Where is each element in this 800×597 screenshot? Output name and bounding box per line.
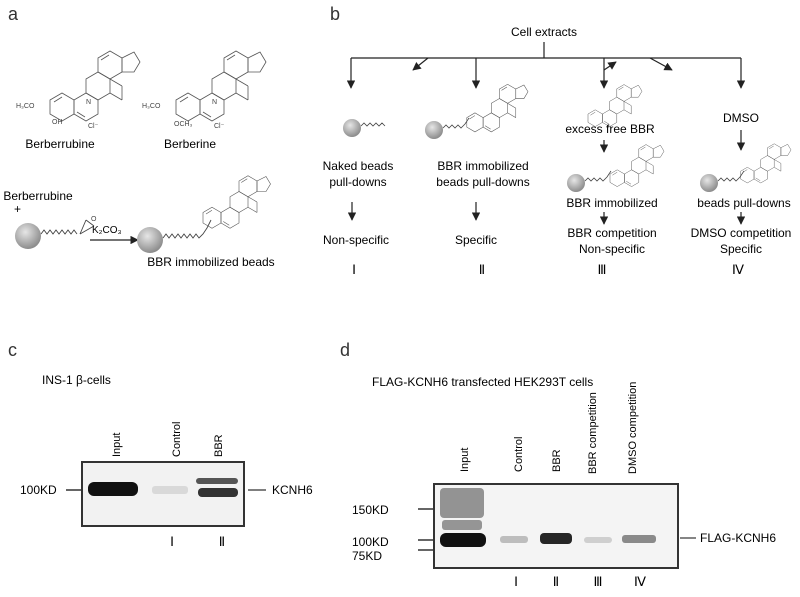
branch-1-top-line2: pull-downs [329,175,386,189]
berberrubine-name: Berberrubine [25,137,95,151]
linker-product [162,219,212,239]
bead-product [137,227,163,253]
lane-label-control-c: Control [171,422,183,457]
bbr-bead-4 [700,174,718,192]
berberrubine-ome-group: H₃CO [16,103,35,110]
berberine-name: Berberine [164,137,216,151]
panel-a-letter: a [8,4,19,24]
reactant-label: Berberrubine [3,189,73,203]
lane-label-bbr-d: BBR [551,449,563,472]
band-label-c: KCNH6 [272,483,313,497]
berberine-nplus: N [212,99,217,106]
numeral-c-1: Ⅰ [170,534,174,549]
panel-d-letter: d [340,340,350,360]
lane-label-control-d: Control [513,437,525,472]
branch-4-result-line2: Specific [720,242,762,256]
branch-1-numeral: Ⅰ [352,262,356,277]
branch-2-bbr-structure [466,83,529,133]
tree-connectors [346,42,746,89]
branch-4-label1: DMSO [723,111,759,125]
blot-c [81,461,245,527]
band-label-d: FLAG-KCNH6 [700,531,776,545]
reagent-label: K₂CO₃ [92,225,122,236]
berberrubine-nplus: N [86,99,91,106]
branch-4-result-line1: DMSO competition [691,226,792,240]
panel-d-title: FLAG-KCNH6 transfected HEK293T cells [372,375,593,389]
marker-150kd-d: 150KD [352,503,389,517]
branch-4-numeral: Ⅳ [732,262,744,277]
bead-reactant [15,223,41,249]
marker-75kd-d: 75KD [352,549,382,563]
blot-d [433,483,679,569]
marker-100kd-c: 100KD [20,483,57,497]
branch-2-result: Specific [455,233,497,247]
branch-4-bbr-structure [740,143,792,184]
branch-3-result-line2: Non-specific [579,242,645,256]
bbr-bead-2 [425,121,443,139]
numeral-c-2: Ⅱ [219,534,225,549]
branch-2-top-line2: beads pull-downs [436,175,529,189]
branch-3-label2: BBR immobilized [566,196,657,210]
numeral-d-4: Ⅳ [634,574,646,589]
numeral-d-3: Ⅲ [594,574,603,589]
lane-label-bbr-c: BBR [213,434,225,457]
panel-c-letter: c [8,340,17,360]
marker-100kd-d: 100KD [352,535,389,549]
berberrubine-oh-group: OH [52,119,63,126]
naked-linker [360,122,386,127]
branch-3-result-line1: BBR competition [567,226,656,240]
branch-3-bbr-structure [609,144,665,187]
branch-1-top-line1: Naked beads [323,159,394,173]
berberine-ome2-group: OCH₃ [174,121,193,128]
lane-label-input-d: Input [459,448,471,472]
branch-2-top-line1: BBR immobilized [437,159,528,173]
branch-3-numeral: Ⅲ [598,262,607,277]
branch-2-numeral: Ⅱ [479,262,485,277]
branch-4-label2: beads pull-downs [697,196,790,210]
svg-text:O: O [91,216,97,223]
berberine-chloride: Cl⁻ [214,123,225,130]
product-bbr-structure [202,175,271,229]
lane-label-dmso-competition-d: DMSO competition [627,382,639,474]
berberrubine-chloride: Cl⁻ [88,123,99,130]
lane-label-input-c: Input [111,433,123,457]
epoxide-icon: O [79,216,97,235]
cell-extracts-label: Cell extracts [511,25,577,39]
berberine-structure: H₃CO OCH₃ N Cl⁻ [142,50,267,130]
naked-bead [343,119,361,137]
bbr-bead-3 [567,174,585,192]
branch-1-result: Non-specific [323,233,389,247]
lane-label-bbr-competition-d: BBR competition [587,392,599,474]
berberine-ome-group: H₃CO [142,103,161,110]
berberrubine-structure: H₃CO OH N Cl⁻ [16,50,141,130]
panel-c-title: INS-1 β-cells [42,373,111,387]
product-label: BBR immobilized beads [147,255,274,269]
free-bbr-structure [587,84,643,127]
numeral-d-2: Ⅱ [553,574,559,589]
numeral-d-1: Ⅰ [514,574,518,589]
panel-b-letter: b [330,4,340,24]
branch-3-label1: excess free BBR [565,122,655,136]
linker-reactant [40,229,78,235]
plus-sign: + [14,202,21,216]
